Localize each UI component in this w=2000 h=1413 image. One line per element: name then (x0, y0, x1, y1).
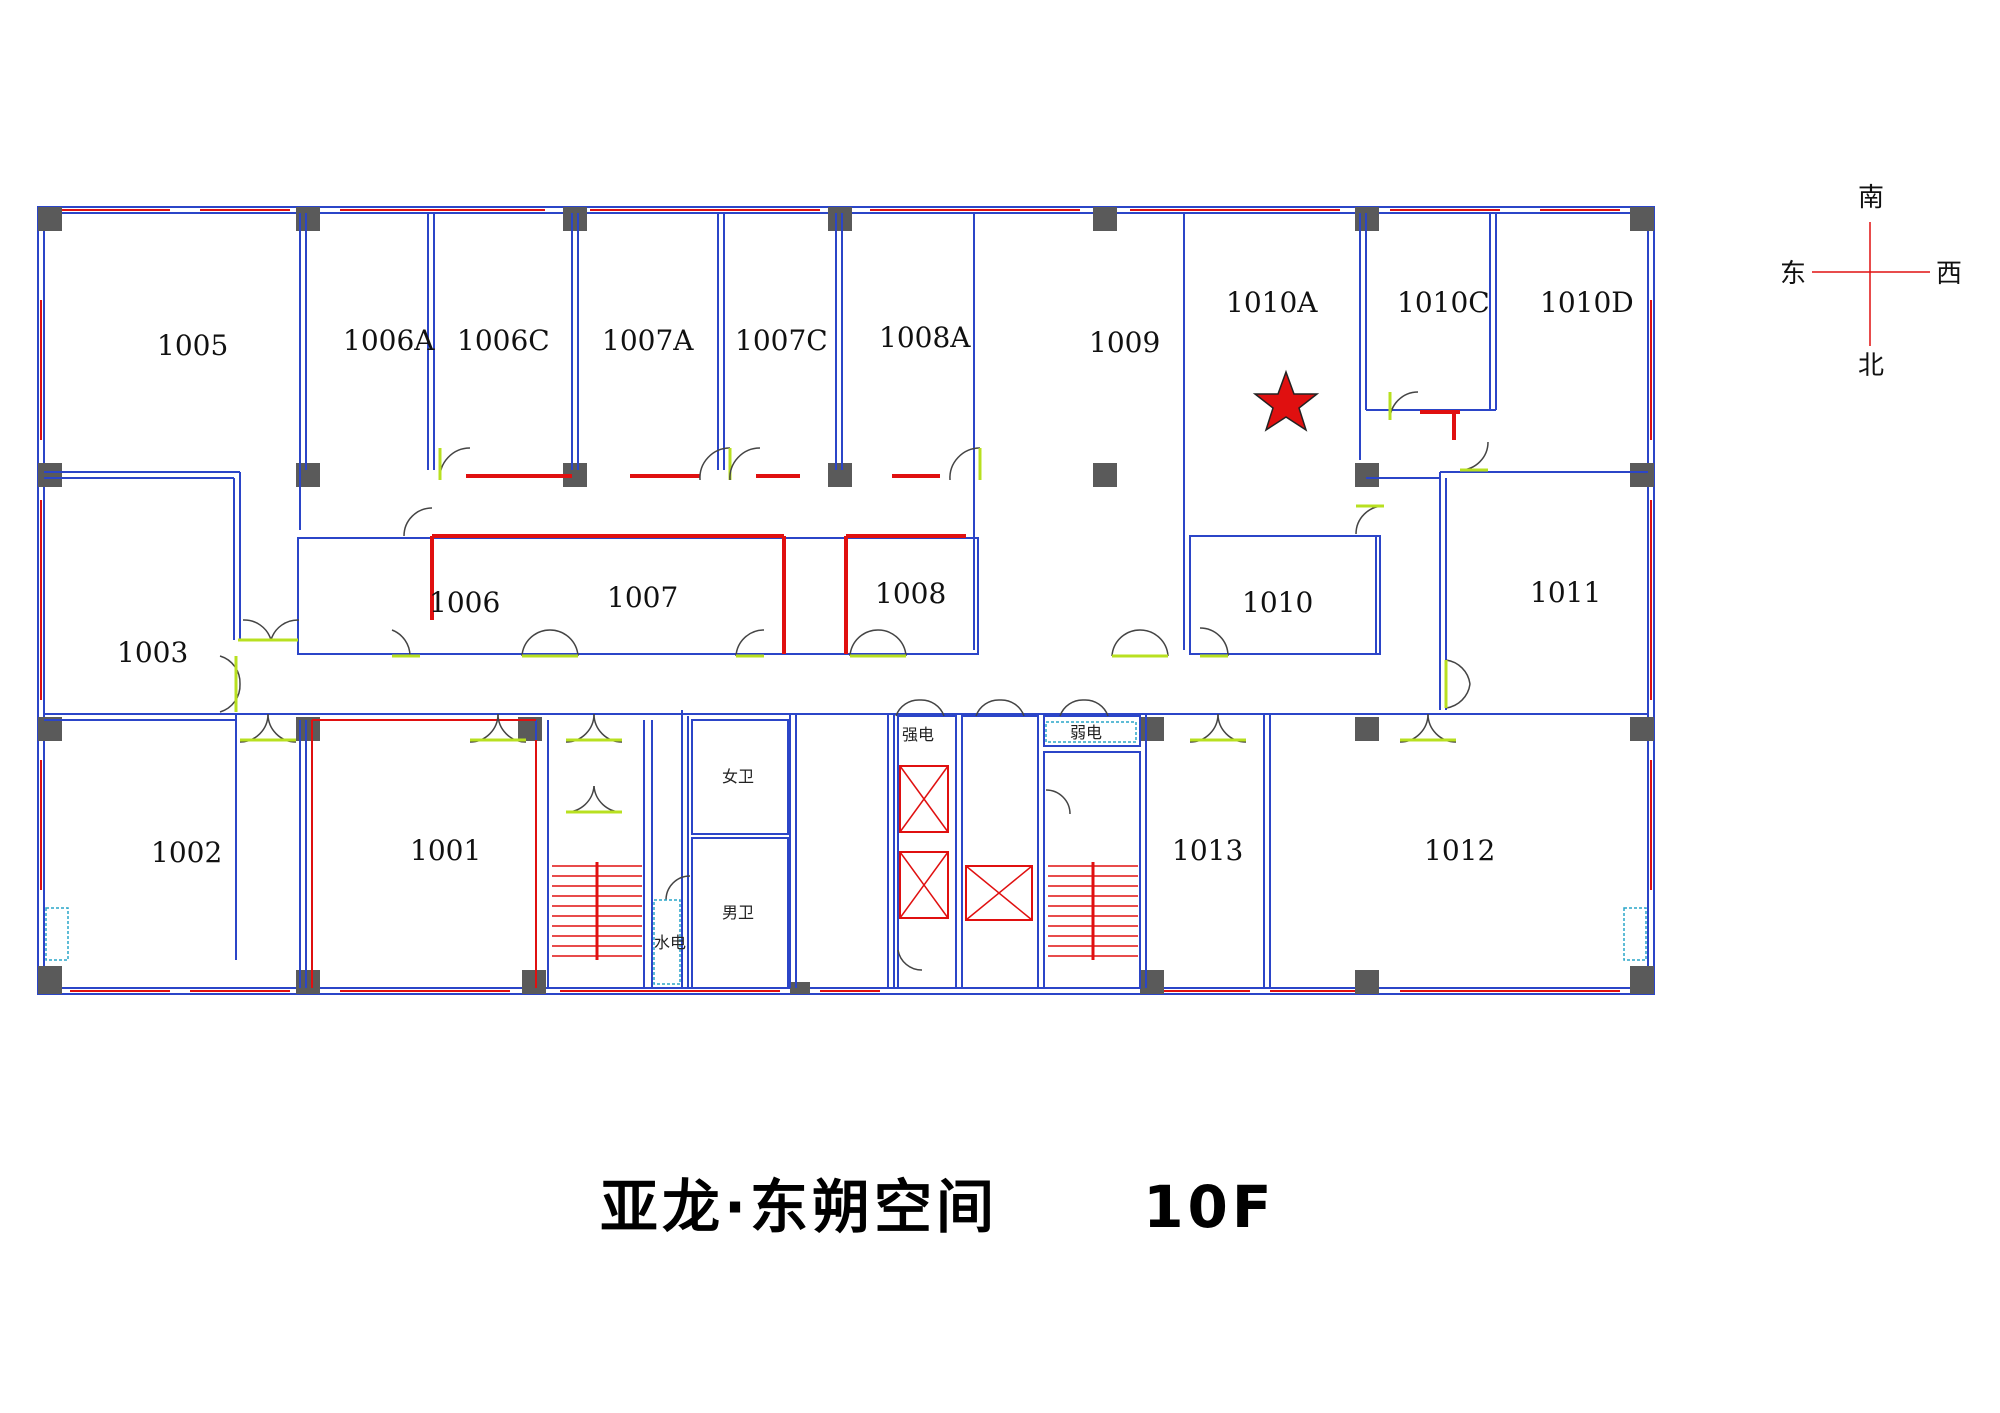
plan-title: 亚龙·东朔空间 10F (600, 1160, 1276, 1244)
elevators (899, 765, 1033, 921)
location-marker-star-icon (1252, 369, 1320, 432)
compass: 南 东 西 北 (1780, 183, 1962, 381)
room-1001: 1001 (410, 834, 481, 867)
doors (219, 391, 1489, 971)
room-1010A: 1010A (1226, 286, 1318, 319)
compass-north: 北 (1858, 351, 1884, 381)
weak-power-label: 弱电 (1070, 723, 1102, 742)
room-1010D: 1010D (1540, 286, 1634, 319)
stair-right (1048, 862, 1138, 960)
building-name: 亚龙·东朔空间 (600, 1173, 999, 1241)
room-1003: 1003 (117, 636, 188, 669)
room-1007C: 1007C (735, 324, 828, 357)
floor-label: 10F (1143, 1173, 1276, 1241)
room-1010: 1010 (1242, 586, 1313, 619)
water-label: 水电 (654, 933, 686, 952)
service-shafts (45, 721, 1647, 985)
room-1002: 1002 (151, 836, 222, 869)
stair-left (552, 862, 642, 960)
room-labels: 1005 1006A 1006C 1007A 1007C 1008A 1009 … (117, 286, 1634, 869)
strong-power-label: 强电 (902, 725, 934, 744)
facility-labels: 女卫 男卫 水电 强电 弱电 (654, 723, 1102, 952)
room-1009: 1009 (1089, 326, 1160, 359)
compass-south: 南 (1858, 183, 1884, 213)
compass-east: 东 (1780, 259, 1806, 289)
room-1007: 1007 (607, 581, 678, 614)
room-1008A: 1008A (879, 321, 971, 354)
columns (38, 207, 1654, 994)
compass-west: 西 (1936, 259, 1962, 289)
red-walls (311, 410, 1460, 988)
room-1012: 1012 (1424, 834, 1495, 867)
female-wc-label: 女卫 (722, 767, 754, 786)
room-1007A: 1007A (602, 324, 694, 357)
room-1006A: 1006A (343, 324, 435, 357)
room-1011: 1011 (1530, 576, 1601, 609)
room-1006: 1006 (429, 586, 500, 619)
room-1013: 1013 (1172, 834, 1243, 867)
male-wc-label: 男卫 (722, 903, 754, 922)
room-1006C: 1006C (457, 324, 550, 357)
room-1008: 1008 (875, 577, 946, 610)
stairs (552, 862, 1138, 960)
room-1010C: 1010C (1397, 286, 1490, 319)
room-1005: 1005 (157, 329, 228, 362)
